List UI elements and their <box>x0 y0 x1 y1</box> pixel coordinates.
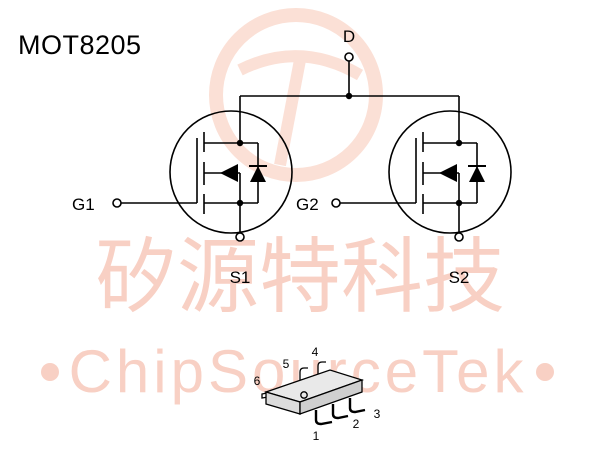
mosfet-2-channel-arrow <box>439 164 457 182</box>
package-lead-5 <box>299 367 308 383</box>
watermark-chinese: 矽源特科技 <box>95 232 505 323</box>
package-pin-label-3: 3 <box>374 407 381 421</box>
mosfet-1-body-diode <box>250 166 266 182</box>
mosfet-1-channel-arrow <box>220 164 238 182</box>
watermark-dot-left <box>41 363 59 381</box>
package-lead-4 <box>317 361 326 378</box>
pin-label-g1: G1 <box>72 195 95 214</box>
package-pin-label-4: 4 <box>312 345 319 359</box>
pin-terminal-g1 <box>112 198 122 208</box>
pin-terminal-s1 <box>235 232 245 242</box>
pin-label-s2: S2 <box>449 268 470 287</box>
mosfet-2-envelope <box>388 110 512 234</box>
pin-label-g2: G2 <box>296 195 319 214</box>
package-side-face <box>299 379 363 415</box>
watermark-logo <box>209 8 383 182</box>
package-lead-2 <box>331 404 349 420</box>
watermark-dot-right <box>536 363 554 381</box>
pin-terminal-d <box>344 52 354 62</box>
package-pin-label-5: 5 <box>283 357 290 371</box>
part-number-title: MOT8205 <box>18 30 142 60</box>
package-pin-label-2: 2 <box>353 417 360 431</box>
pin-terminal-s2 <box>454 232 464 242</box>
package-pin1-marker <box>300 391 308 399</box>
package-drawing <box>261 361 366 426</box>
mosfet-2 <box>331 96 512 242</box>
mosfet-1 <box>112 96 293 242</box>
package-lead-1 <box>314 410 333 426</box>
package-pin-label-6: 6 <box>254 374 261 388</box>
package-lead-3 <box>348 398 366 414</box>
package-pin-label-1: 1 <box>313 429 320 443</box>
mosfet-2-body-diode <box>469 166 485 182</box>
pin-label-s1: S1 <box>230 268 251 287</box>
mosfet-1-envelope <box>169 110 293 234</box>
pin-terminal-g2 <box>331 198 341 208</box>
pin-label-d: D <box>343 27 355 46</box>
